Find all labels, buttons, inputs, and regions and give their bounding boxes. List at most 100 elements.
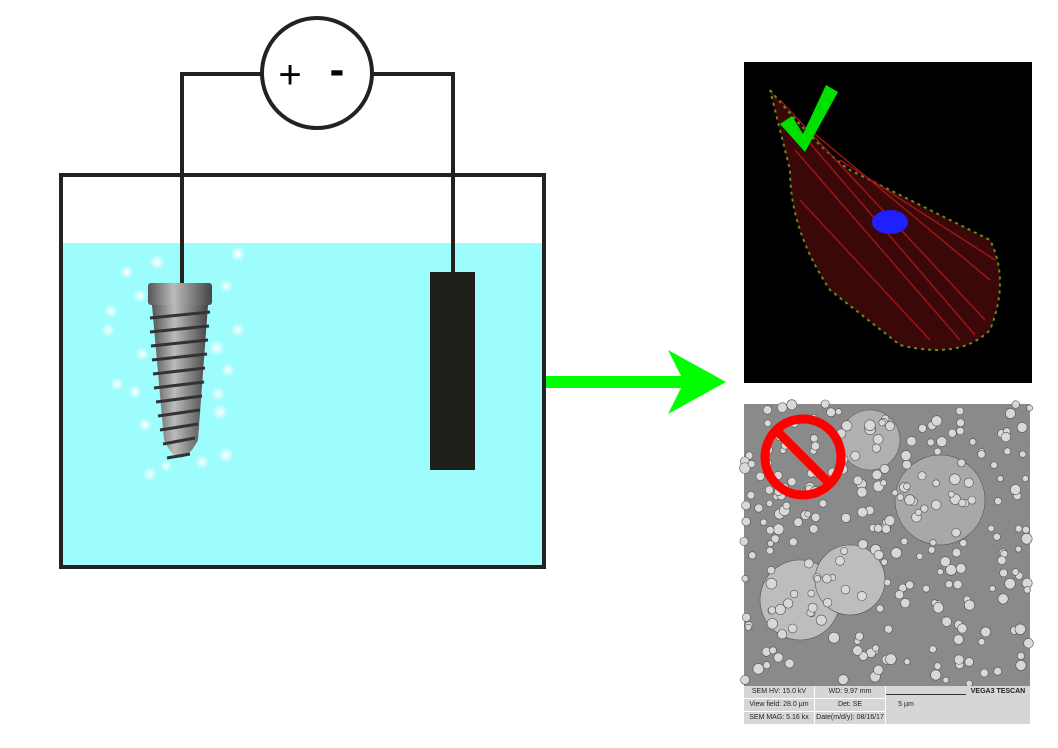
bacterium bbox=[855, 631, 864, 641]
bacterium bbox=[787, 623, 798, 634]
counter-electrode bbox=[430, 272, 475, 470]
bacterium bbox=[903, 482, 911, 491]
bacterium bbox=[782, 501, 791, 510]
bacterium bbox=[1023, 638, 1034, 649]
wire-right bbox=[371, 72, 455, 273]
bacterium bbox=[964, 599, 976, 611]
bacterium bbox=[1020, 533, 1033, 545]
bacterium bbox=[739, 462, 751, 474]
bacterium bbox=[872, 644, 880, 652]
bacterium bbox=[1009, 484, 1021, 496]
bacterium bbox=[739, 536, 749, 546]
bacterium bbox=[876, 604, 885, 613]
bacterium bbox=[977, 450, 986, 459]
sem-view-field: View field: 28.0 µm bbox=[744, 699, 815, 712]
bacterium bbox=[741, 516, 751, 527]
bacterium bbox=[880, 558, 888, 566]
bacterium bbox=[871, 469, 883, 481]
gas-bubbles bbox=[101, 246, 246, 481]
bacterium bbox=[755, 471, 765, 481]
bacterium bbox=[941, 616, 952, 627]
bacterium bbox=[1017, 652, 1025, 660]
bacterium bbox=[810, 434, 819, 443]
sem-detector: Det: SE bbox=[815, 699, 886, 712]
bacterium bbox=[933, 662, 942, 670]
bacterium bbox=[964, 657, 974, 667]
bacterium bbox=[864, 419, 876, 432]
bacterium bbox=[760, 518, 768, 526]
bacterium bbox=[1023, 586, 1031, 594]
bacterium bbox=[885, 421, 895, 431]
bacterium bbox=[980, 626, 992, 638]
plus-sign: + bbox=[278, 53, 301, 97]
bacterium bbox=[787, 477, 797, 487]
bacterium bbox=[884, 624, 893, 634]
bacterium bbox=[822, 598, 833, 608]
bacterium bbox=[763, 419, 772, 428]
sem-wd: WD: 9.97 mm bbox=[815, 686, 886, 699]
bacterium bbox=[810, 441, 820, 451]
bacterium bbox=[768, 606, 777, 615]
minus-sign: - bbox=[330, 45, 345, 94]
bacterium bbox=[872, 433, 884, 445]
bacterium bbox=[1019, 450, 1027, 458]
bacterium bbox=[977, 638, 986, 646]
bacterium bbox=[881, 524, 891, 534]
bacterium bbox=[932, 479, 940, 487]
prohibition-icon bbox=[760, 414, 846, 500]
bacterium bbox=[809, 524, 819, 534]
bacterium bbox=[932, 602, 945, 614]
bacterium bbox=[931, 499, 942, 510]
bacterium bbox=[926, 438, 935, 447]
checkmark-icon bbox=[780, 85, 838, 152]
bacterium bbox=[773, 652, 784, 663]
bacterium bbox=[1015, 545, 1022, 553]
bacterium bbox=[990, 461, 998, 469]
bacterium bbox=[853, 475, 863, 486]
bacterium bbox=[741, 500, 751, 511]
bacterium bbox=[813, 575, 822, 583]
bacterium bbox=[1015, 659, 1027, 671]
bacterium bbox=[997, 593, 1009, 605]
bacterium bbox=[896, 493, 905, 501]
bacterium bbox=[873, 550, 884, 561]
bacterium bbox=[936, 568, 944, 576]
bacterium bbox=[873, 664, 884, 676]
bacterium bbox=[765, 577, 778, 590]
bacterium bbox=[754, 503, 764, 513]
bacterium bbox=[996, 475, 1004, 482]
bacterium bbox=[931, 415, 943, 427]
bacterium bbox=[992, 532, 1001, 541]
bacterium bbox=[766, 499, 774, 507]
bacterium bbox=[955, 563, 967, 574]
bacterium bbox=[815, 614, 827, 626]
bacterium bbox=[987, 524, 995, 532]
bacterium bbox=[1014, 623, 1026, 635]
bacterium bbox=[959, 539, 968, 547]
bacterium bbox=[765, 546, 774, 555]
bacterium bbox=[989, 585, 996, 592]
bacterium bbox=[1026, 404, 1033, 412]
bacterium bbox=[784, 658, 795, 669]
bacterium bbox=[997, 555, 1007, 565]
bacterium bbox=[788, 537, 798, 547]
bacterium bbox=[835, 408, 843, 416]
bacterium bbox=[807, 602, 818, 613]
bacterium bbox=[904, 494, 916, 506]
bacterium bbox=[873, 524, 883, 533]
bacterium bbox=[939, 556, 951, 567]
bacterium bbox=[772, 523, 785, 535]
bacterium bbox=[820, 399, 830, 409]
bacterium bbox=[837, 674, 849, 685]
bacterium bbox=[894, 590, 905, 600]
bacterium bbox=[884, 515, 896, 526]
power-source bbox=[260, 16, 374, 130]
bacterium bbox=[762, 661, 771, 670]
bacterium bbox=[918, 424, 927, 433]
cell-nucleus bbox=[872, 210, 908, 234]
bacterium bbox=[811, 512, 821, 522]
bacterium bbox=[999, 568, 1008, 578]
bacterium bbox=[917, 471, 927, 481]
bacterium bbox=[902, 459, 912, 470]
bacterium bbox=[906, 436, 917, 447]
